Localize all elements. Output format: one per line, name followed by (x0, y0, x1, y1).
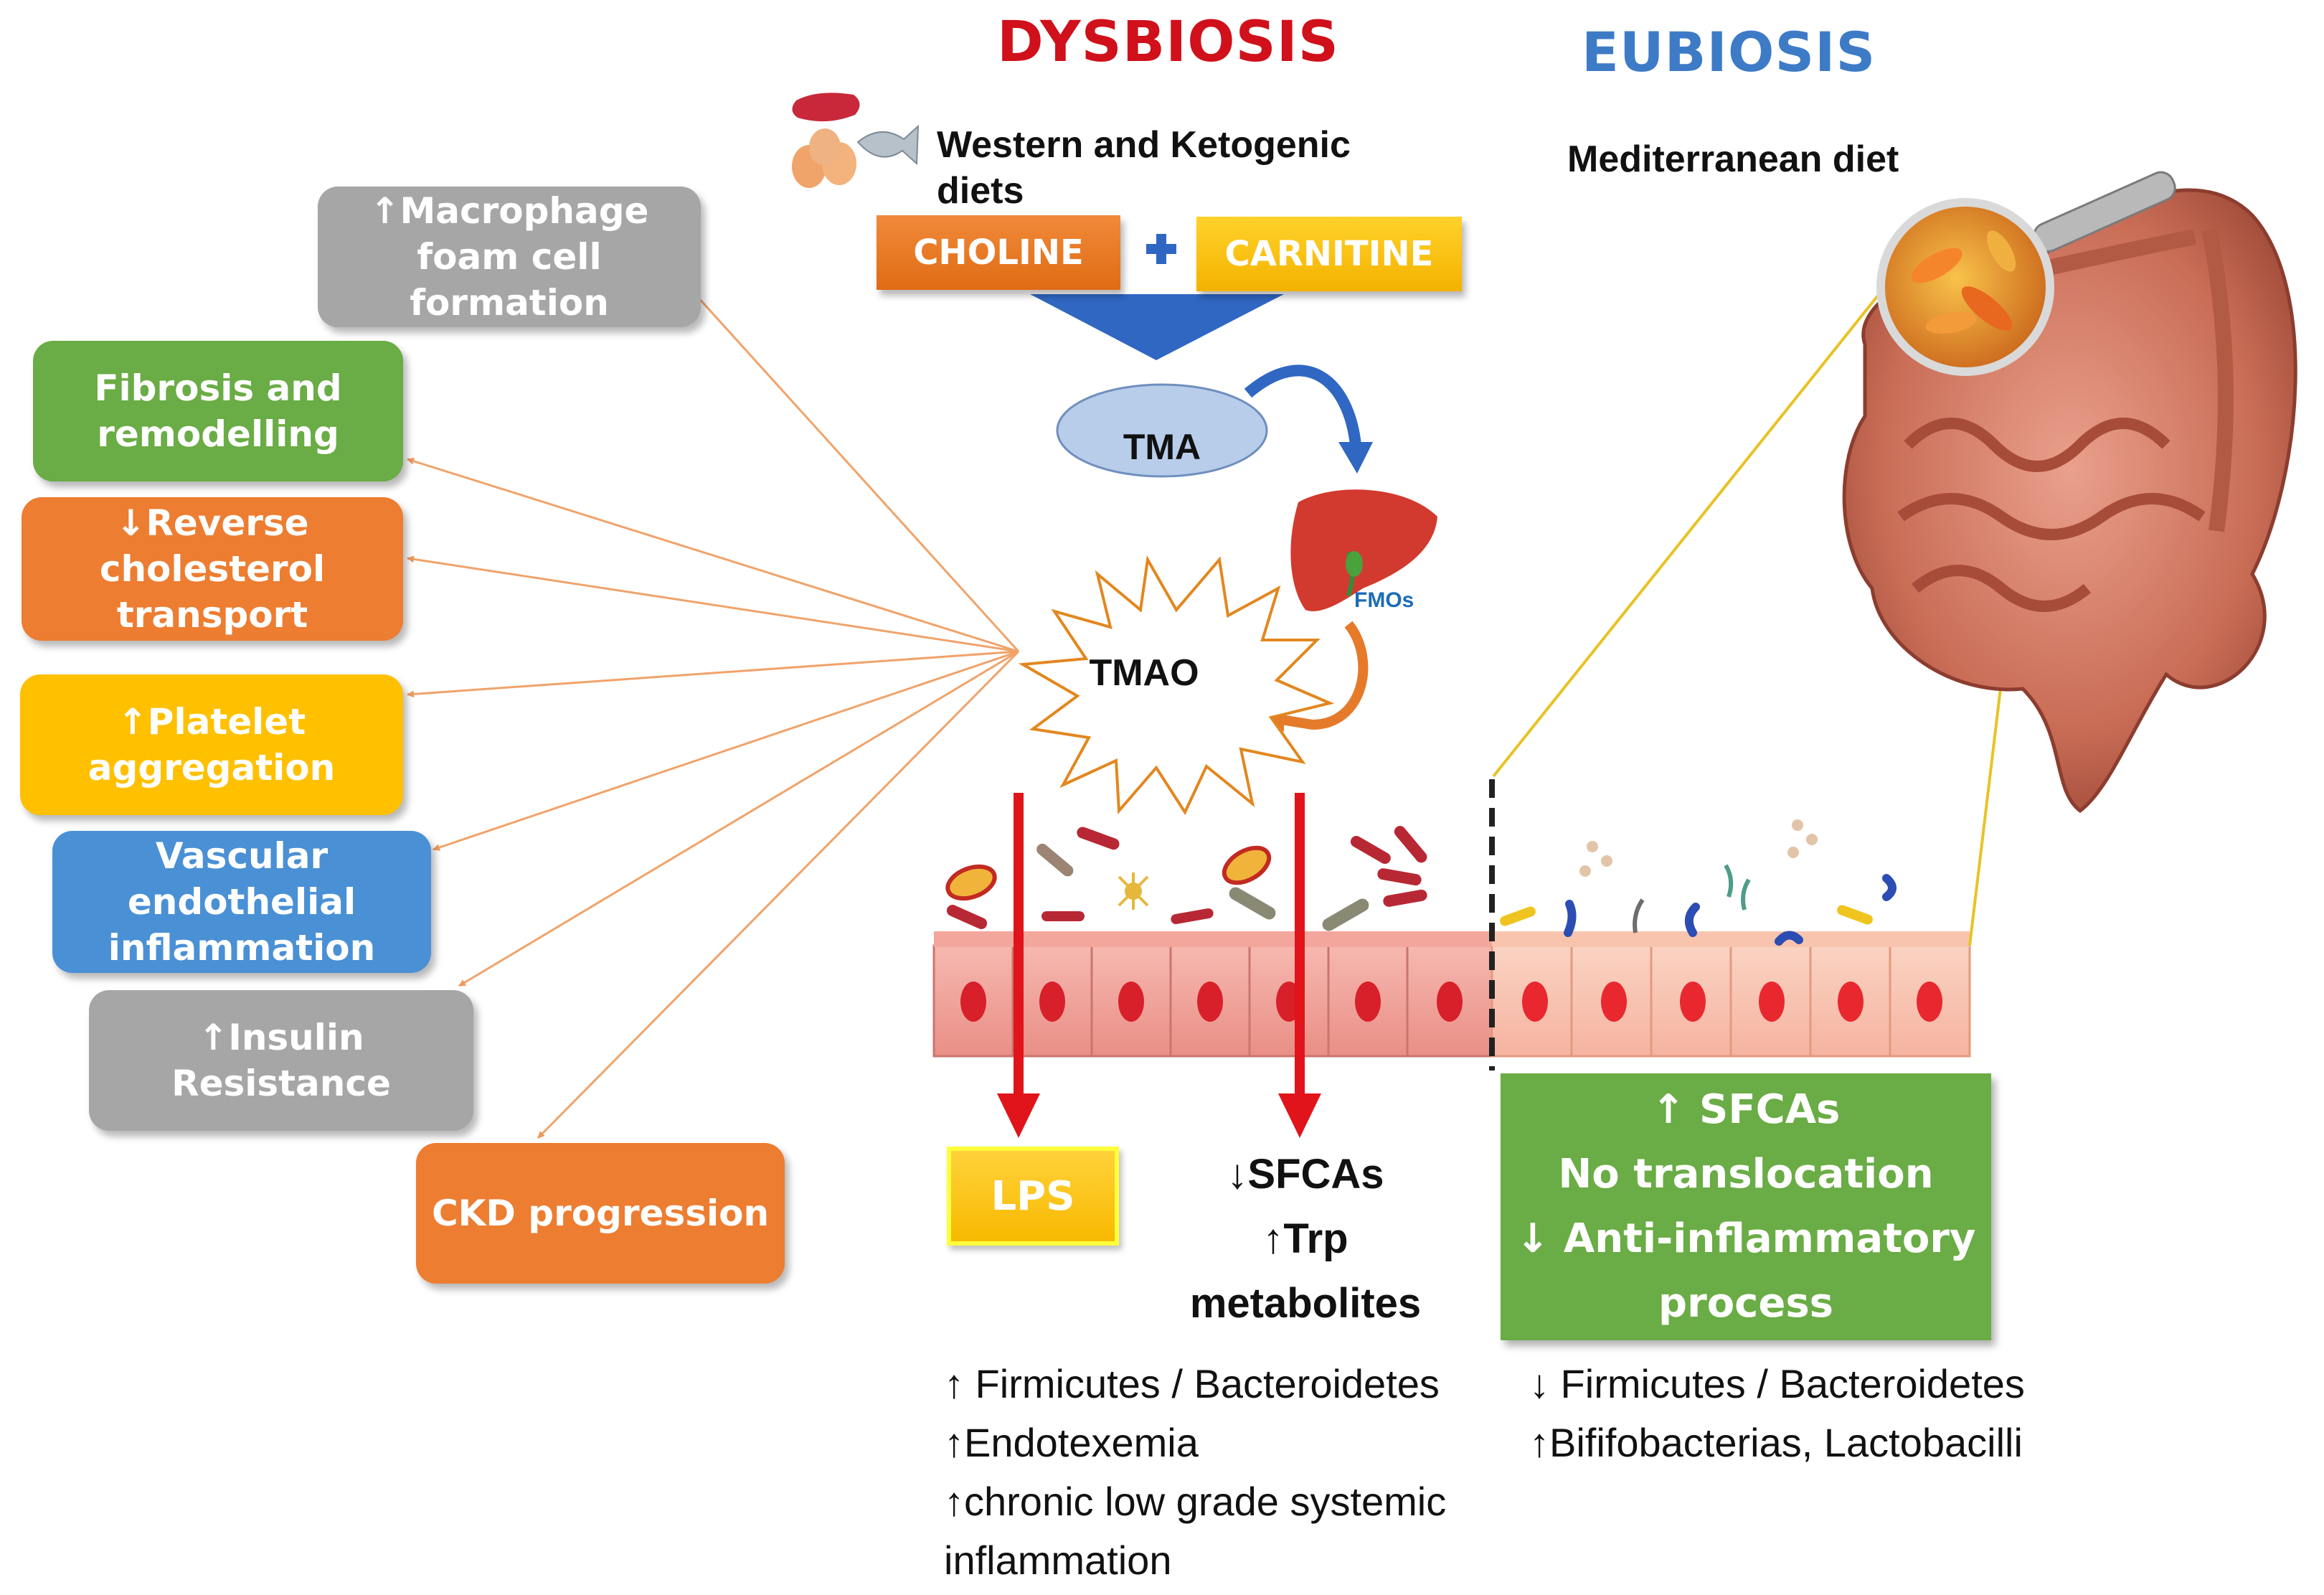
tma-ellipse (1056, 383, 1268, 478)
eubiosis-line: ↓ Anti-inflammatory (1516, 1215, 1976, 1262)
sfcas-line: ↓SFCAs (1227, 1151, 1384, 1198)
effect-label: Vascular endothelial inflammation (108, 835, 376, 969)
dysbiosis-notes: ↑ Firmicutes / Bacteroidetes ↑Endotexemi… (944, 1355, 1518, 1590)
tma-label: TMA (1123, 427, 1201, 467)
effect-box-macrophage: ↑Macrophage foam cell formation (318, 187, 701, 327)
effect-label: Fibrosis and remodelling (94, 367, 342, 455)
tmao-label: TMAO (1089, 652, 1199, 694)
trp-line: ↑Trp (1262, 1215, 1348, 1262)
liver-to-tmao-arrow (1275, 621, 1369, 730)
lps-box: LPS (947, 1147, 1119, 1246)
eubiosis-line: process (1658, 1280, 1833, 1327)
mediterranean-diet-label: Mediterranean diet (1567, 138, 1899, 180)
dysbiosis-metabolites: ↓SFCAs ↑Trp metabolites (1148, 1142, 1463, 1336)
eubiosis-title: EUBIOSIS (1582, 20, 1876, 84)
magnifier-icon (1876, 171, 2176, 376)
effect-box-fibrosis: Fibrosis and remodelling (33, 341, 403, 481)
eubiosis-line: No translocation (1558, 1151, 1934, 1198)
eubiosis-notes: ↓ Firmicutes / Bacteroidetes ↑Bififobact… (1529, 1355, 2247, 1472)
effect-box-ckd: CKD progression (416, 1143, 785, 1284)
note-line: ↑chronic low grade systemic (944, 1479, 1447, 1524)
dysbiosis-title: DYSBIOSIS (997, 10, 1339, 75)
dysbiosis-epithelium (932, 931, 1493, 1058)
eubiosis-bacteria (1500, 819, 1896, 946)
metabolites-line: metabolites (1189, 1280, 1422, 1327)
funnel-arrow (1030, 294, 1284, 360)
dysbiosis-bacteria (945, 826, 1427, 931)
note-line: ↑ Firmicutes / Bacteroidetes (944, 1361, 1440, 1406)
tmao-burst (1018, 555, 1335, 816)
liver-icon (1290, 489, 1437, 611)
note-line: ↓ Firmicutes / Bacteroidetes (1529, 1361, 2025, 1406)
effect-label: ↑Macrophage foam cell formation (369, 190, 649, 324)
eubiosis-line: ↑ SFCAs (1651, 1086, 1841, 1133)
western-diet-label: Western and Ketogenic diets (937, 124, 1351, 212)
effect-arrows (407, 287, 1020, 1139)
effect-box-reverse-cholesterol: ↓Reverse cholesterol transport (22, 497, 403, 641)
effect-label: CKD progression (431, 1192, 770, 1234)
effect-box-vascular: Vascular endothelial inflammation (52, 831, 431, 973)
note-line: inflammation (944, 1538, 1172, 1583)
translocation-arrows (997, 793, 1321, 1138)
effect-box-platelet: ↑Platelet aggregation (20, 674, 403, 815)
choline-box: CHOLINE (877, 215, 1120, 290)
effect-box-insulin: ↑Insulin Resistance (89, 990, 473, 1131)
eubiosis-epithelium (1491, 931, 1971, 1058)
eubiosis-outcome-box: ↑ SFCAs No translocation ↓ Anti-inflamma… (1501, 1073, 1991, 1340)
note-line: ↑Endotexemia (944, 1420, 1199, 1465)
note-line: ↑Bififobacterias, Lactobacilli (1529, 1420, 2023, 1465)
food-icon (792, 93, 920, 188)
fmos-label: FMOs (1354, 588, 1414, 612)
effect-label: ↑Platelet aggregation (88, 701, 336, 789)
carnitine-box: CARNITINE (1196, 217, 1462, 291)
effect-label: ↑Insulin Resistance (171, 1017, 391, 1104)
effect-label: ↓Reverse cholesterol transport (99, 502, 326, 636)
tma-to-liver-arrow (1244, 364, 1361, 446)
plus-icon (1146, 234, 1176, 264)
